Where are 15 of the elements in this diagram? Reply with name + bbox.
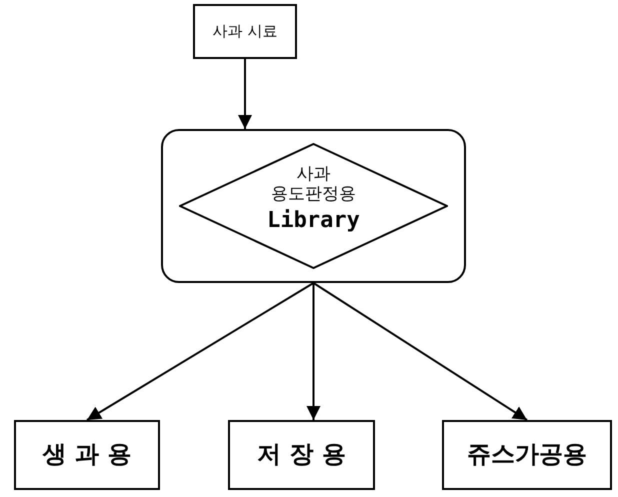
box-label: 생 과 용	[42, 441, 132, 469]
box-label: 저 장 용	[257, 441, 346, 469]
box-label: 사과 시료	[212, 22, 278, 40]
process-box	[14, 420, 160, 490]
diamond-text: 사과 용도판정용	[270, 165, 357, 204]
arrow	[312, 282, 528, 421]
box-label: 쥬스가공용	[467, 441, 587, 469]
process-box	[442, 420, 612, 490]
process-box	[228, 420, 375, 490]
rounded-box	[161, 129, 466, 283]
diamond-subtext: Library	[267, 208, 360, 234]
arrow	[306, 283, 320, 420]
arrow	[86, 282, 314, 421]
process-box	[193, 4, 297, 59]
arrow	[238, 59, 252, 129]
